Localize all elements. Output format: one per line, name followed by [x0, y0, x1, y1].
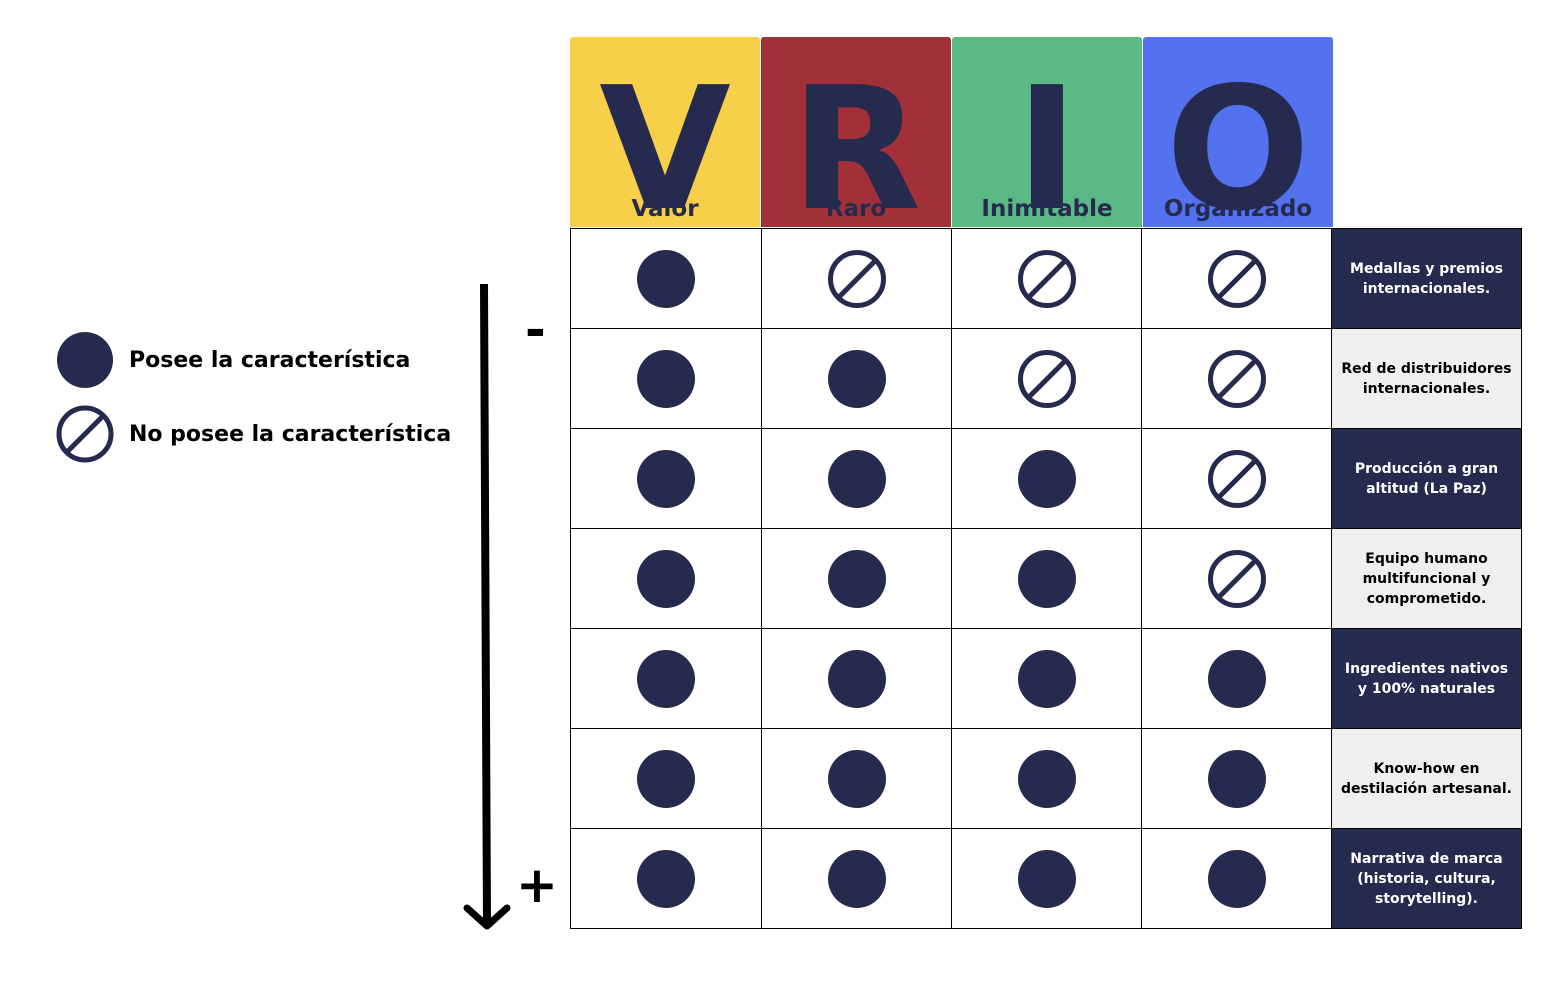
filled-circle-icon	[828, 749, 886, 808]
header-letter: I	[1015, 51, 1079, 227]
grid-cell	[1141, 728, 1333, 829]
header-letter: V	[599, 51, 731, 227]
legend: Posee la característica No posee la cara…	[55, 330, 451, 478]
filled-circle-icon	[637, 849, 695, 908]
grid-cell	[951, 528, 1143, 629]
filled-circle-icon	[1018, 449, 1076, 508]
filled-circle-icon	[1018, 649, 1076, 708]
grid-cell	[951, 728, 1143, 829]
prohibited-circle-icon	[1018, 249, 1076, 308]
filled-circle-icon	[828, 349, 886, 408]
filled-circle-icon	[637, 249, 695, 308]
legend-label-not: No posee la característica	[129, 421, 452, 447]
minus-sign: -	[525, 301, 546, 359]
header-letter: O	[1165, 51, 1311, 227]
filled-circle-icon	[637, 749, 695, 808]
filled-circle-icon	[57, 332, 113, 388]
grid-cell	[570, 328, 762, 429]
prohibited-circle-icon	[1208, 349, 1266, 408]
grid-cell	[1141, 328, 1333, 429]
filled-circle-icon	[637, 549, 695, 608]
legend-item-not: No posee la característica	[55, 404, 451, 464]
grid-cell	[761, 728, 953, 829]
filled-circle-icon	[828, 649, 886, 708]
prohibited-circle-icon	[56, 405, 114, 463]
prohibited-circle-icon	[1208, 249, 1266, 308]
filled-circle-icon	[828, 549, 886, 608]
row-label: Red de distribuidores internacionales.	[1331, 328, 1522, 429]
header-word: Valor	[631, 196, 699, 222]
grid-cell	[951, 328, 1143, 429]
legend-label-has: Posee la característica	[129, 347, 411, 373]
grid-cell	[570, 228, 762, 329]
filled-circle-icon	[1018, 849, 1076, 908]
grid-cell	[570, 828, 762, 929]
grid-cell	[570, 728, 762, 829]
vrio-grid: Medallas y premios internacionales.Red d…	[570, 228, 1522, 929]
filled-circle-icon	[637, 349, 695, 408]
grid-cell	[951, 228, 1143, 329]
header-word: Inimitable	[981, 196, 1113, 222]
row-label: Ingredientes nativos y 100% naturales	[1331, 628, 1522, 729]
filled-circle-icon	[828, 849, 886, 908]
filled-circle-icon	[637, 449, 695, 508]
grid-cell	[951, 628, 1143, 729]
prohibited-circle-icon	[1208, 449, 1266, 508]
prohibited-circle-icon	[828, 249, 886, 308]
grid-cell	[1141, 428, 1333, 529]
row-label: Medallas y premios internacionales.	[1331, 228, 1522, 329]
grid-cell	[761, 228, 953, 329]
filled-circle-icon	[1208, 649, 1266, 708]
grid-cell	[951, 828, 1143, 929]
filled-circle-icon	[637, 649, 695, 708]
row-label: Know-how en destilación artesanal.	[1331, 728, 1522, 829]
filled-circle-icon	[1018, 749, 1076, 808]
row-label: Producción a gran altitud (La Paz)	[1331, 428, 1522, 529]
filled-circle-icon	[1018, 549, 1076, 608]
ranking-arrow	[463, 283, 511, 930]
grid-cell	[761, 428, 953, 529]
grid-cell	[761, 828, 953, 929]
grid-cell	[570, 528, 762, 629]
grid-cell	[1141, 228, 1333, 329]
filled-circle-icon	[828, 449, 886, 508]
grid-cell	[1141, 828, 1333, 929]
header-word: Organizado	[1163, 196, 1313, 222]
prohibited-circle-icon	[1018, 349, 1076, 408]
filled-circle-icon	[1208, 849, 1266, 908]
legend-item-has: Posee la característica	[55, 330, 451, 390]
grid-cell	[570, 428, 762, 529]
plus-sign: +	[516, 856, 558, 914]
grid-cell	[1141, 628, 1333, 729]
row-label: Narrativa de marca (historia, cultura, s…	[1331, 828, 1522, 929]
grid-cell	[951, 428, 1143, 529]
header-word: Raro	[825, 196, 887, 222]
grid-cell	[761, 528, 953, 629]
prohibited-circle-icon	[1208, 549, 1266, 608]
grid-cell	[761, 628, 953, 729]
filled-circle-icon	[1208, 749, 1266, 808]
grid-cell	[761, 328, 953, 429]
row-label: Equipo humano multifuncional y compromet…	[1331, 528, 1522, 629]
grid-cell	[1141, 528, 1333, 629]
grid-cell	[570, 628, 762, 729]
header-letter: R	[790, 51, 922, 227]
